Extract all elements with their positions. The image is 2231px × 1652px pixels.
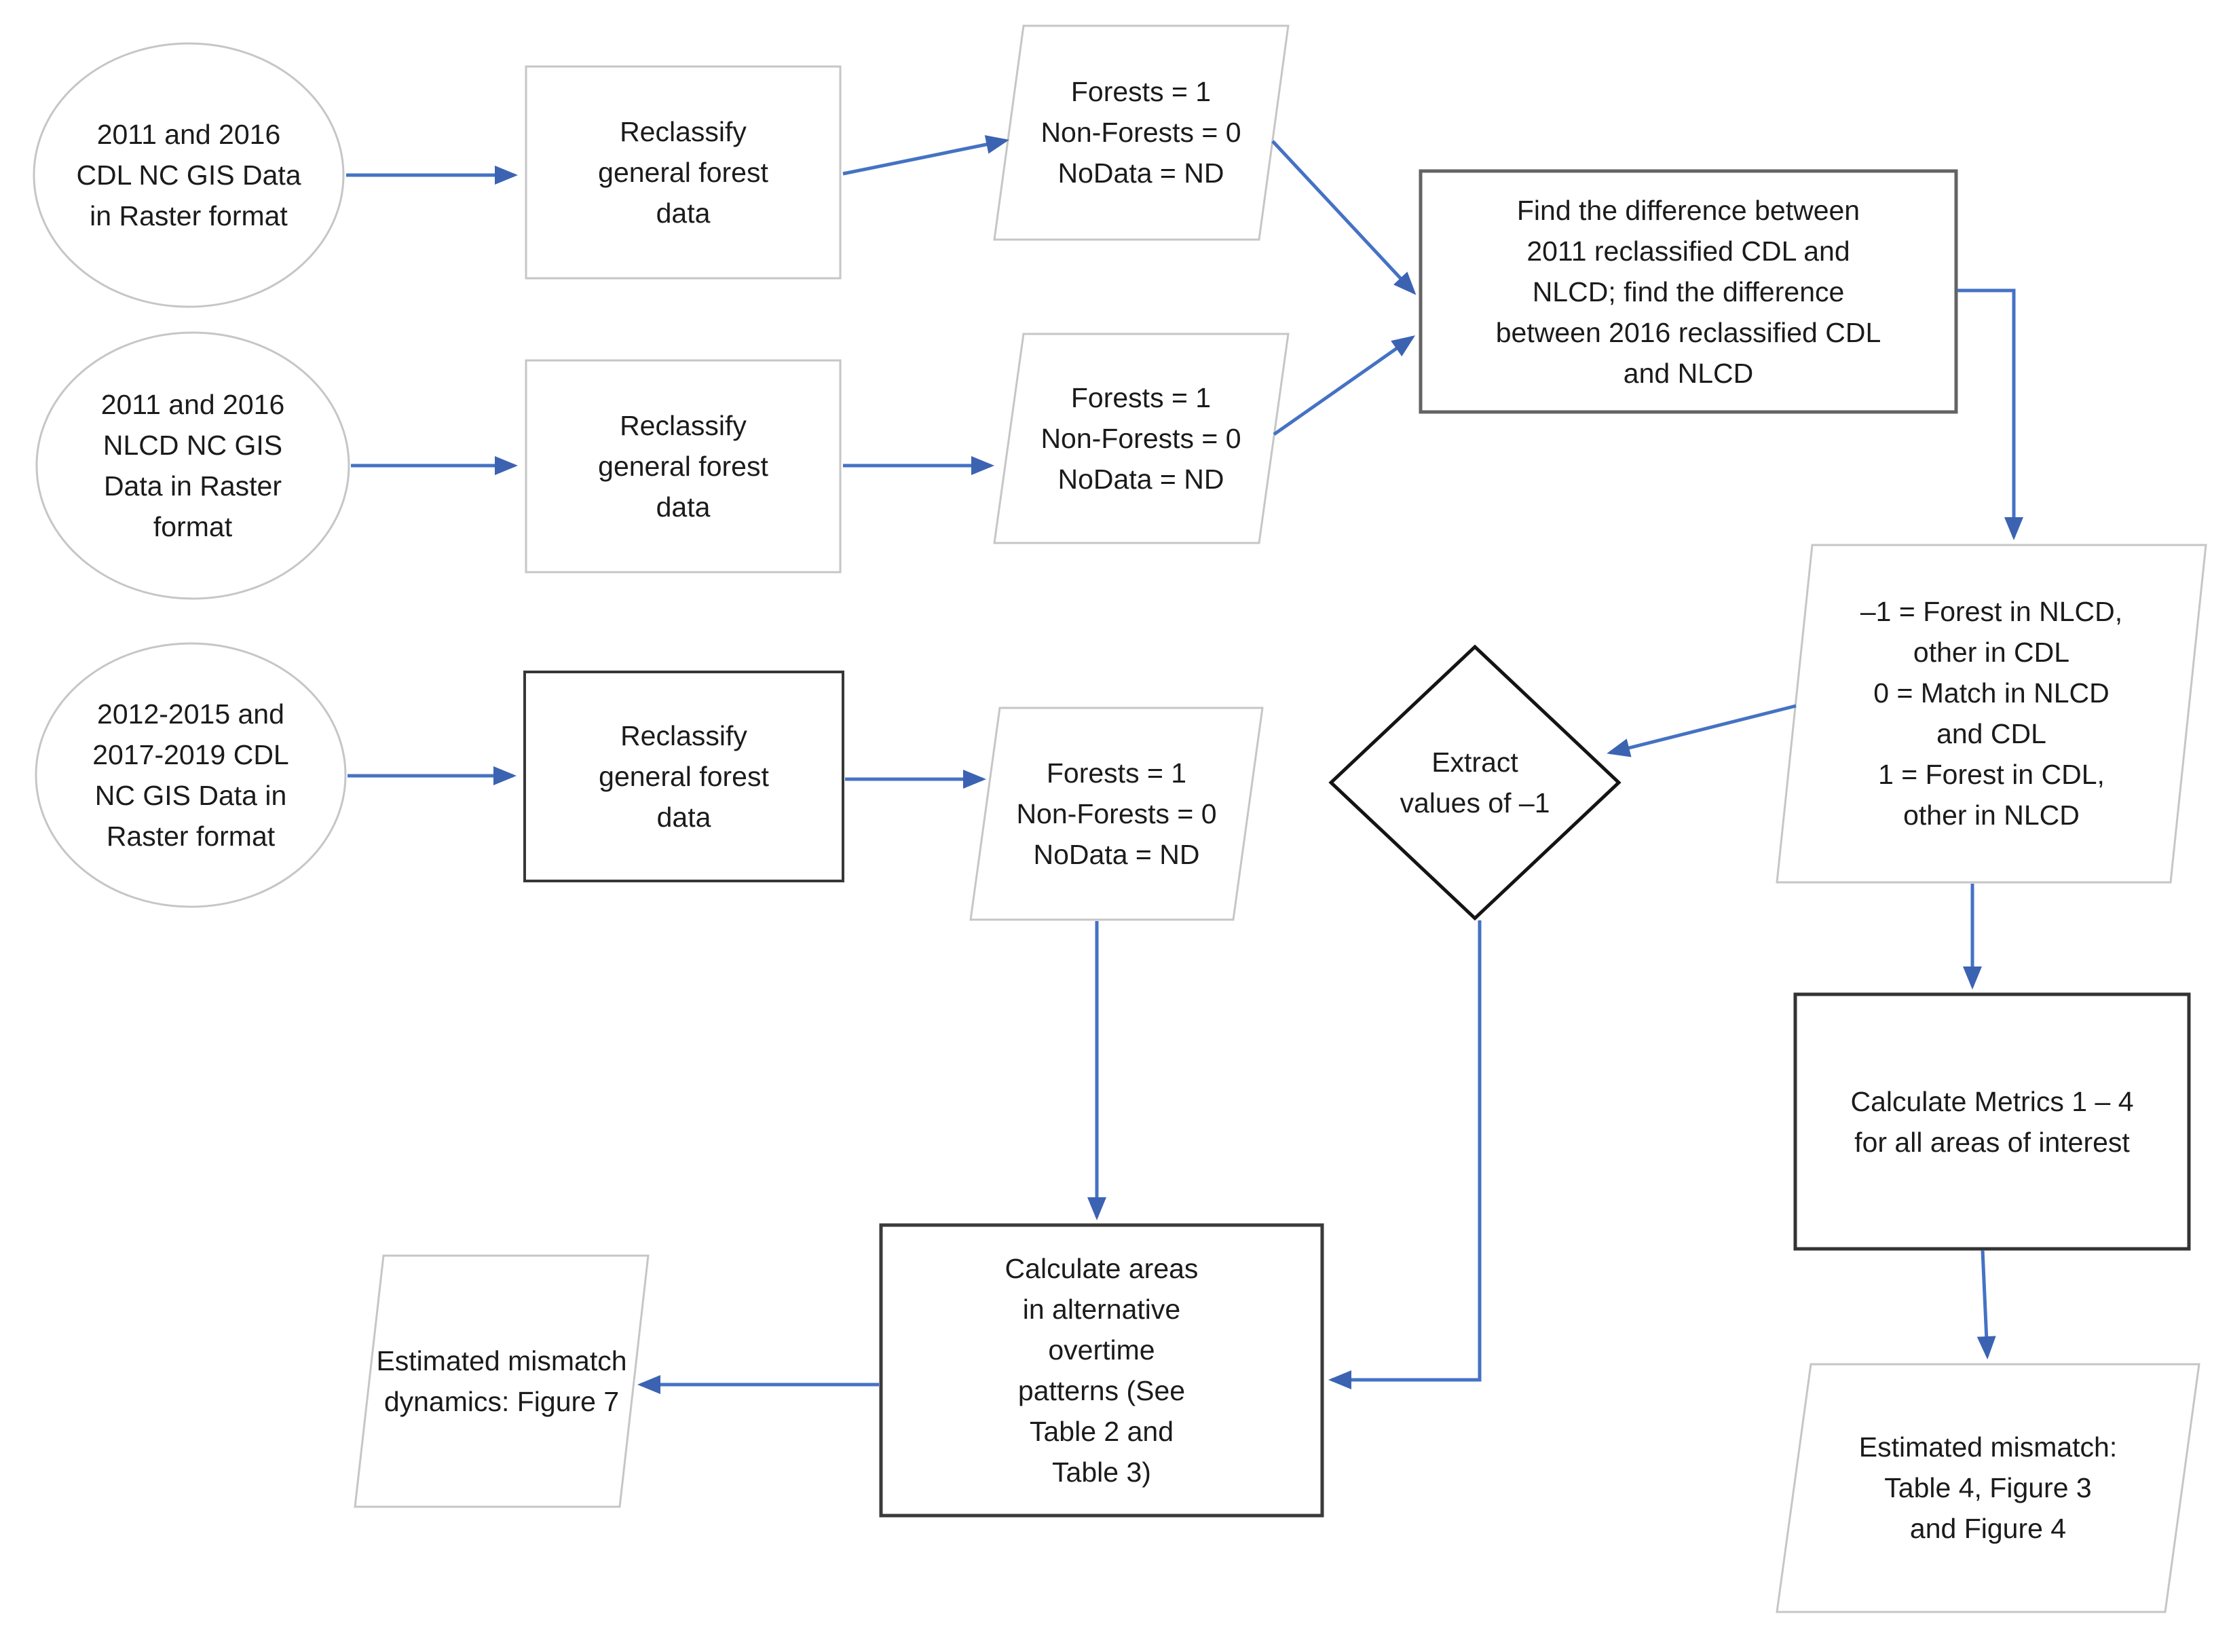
parallelogram-values-1 bbox=[993, 24, 1290, 241]
node-label-reclassify-1: Reclassify general forest data bbox=[598, 116, 768, 229]
rect-reclassify-2 bbox=[525, 359, 842, 574]
rect-calc-metrics bbox=[1793, 992, 2191, 1251]
connector-reclassify1-to-values1 bbox=[842, 135, 1009, 176]
node-label-values-1: Forests = 1 Non-Forests = 0 NoData = ND bbox=[1040, 76, 1241, 189]
parallelogram-values-2 bbox=[993, 333, 1290, 544]
ellipse-source-cdl-2012-2019 bbox=[35, 642, 347, 908]
node-label-reclassify-2: Reclassify general forest data bbox=[598, 410, 768, 523]
ellipse-source-nlcd-2011-2016 bbox=[35, 331, 350, 600]
node-label-source-cdl-2011-2016: 2011 and 2016 CDL NC GIS Data in Raster … bbox=[76, 119, 301, 231]
connector-values1-to-finddifference bbox=[1271, 140, 1417, 295]
parallelogram-diff-codes bbox=[1776, 544, 2207, 884]
node-label-reclassify-3: Reclassify general forest data bbox=[599, 720, 769, 833]
parallelogram-est-dynamics bbox=[354, 1254, 650, 1508]
node-label-values-3: Forests = 1 Non-Forests = 0 NoData = ND bbox=[1016, 757, 1217, 870]
diamond-extract-values bbox=[1328, 644, 1621, 921]
parallelogram-est-mismatch bbox=[1776, 1363, 2200, 1613]
rect-calc-areas bbox=[879, 1223, 1324, 1518]
node-label-values-2: Forests = 1 Non-Forests = 0 NoData = ND bbox=[1040, 382, 1241, 495]
rect-find-difference bbox=[1419, 169, 1958, 414]
node-label-est-dynamics: Estimated mismatch dynamics: Figure 7 bbox=[376, 1345, 627, 1417]
node-label-source-cdl-2012-2019: 2012-2015 and 2017-2019 CDL NC GIS Data … bbox=[92, 698, 289, 852]
node-label-extract-values: Extract values of –1 bbox=[1400, 747, 1550, 819]
node-label-calc-metrics: Calculate Metrics 1 – 4 for all areas of… bbox=[1850, 1085, 2134, 1158]
node-label-calc-areas: Calculate areas in alternative overtime … bbox=[1005, 1253, 1199, 1488]
rect-reclassify-1 bbox=[525, 65, 842, 280]
node-label-diff-codes: –1 = Forest in NLCD, other in CDL 0 = Ma… bbox=[1860, 596, 2123, 831]
connector-calcmetrics-to-estmismatch bbox=[1976, 1250, 1996, 1359]
rect-reclassify-3 bbox=[523, 671, 844, 882]
parallelogram-values-3 bbox=[969, 707, 1264, 921]
connector-extract-to-calcareas bbox=[1328, 920, 1482, 1389]
connector-diffcodes-to-extract bbox=[1607, 704, 1797, 757]
node-label-find-difference: Find the difference between 2011 reclass… bbox=[1495, 194, 1881, 389]
connector-finddifference-to-diffcodes bbox=[1957, 288, 2023, 540]
connector-values2-to-finddifference bbox=[1273, 335, 1416, 436]
node-label-source-nlcd-2011-2016: 2011 and 2016 NLCD NC GIS Data in Raster… bbox=[100, 389, 285, 542]
node-label-est-mismatch: Estimated mismatch: Table 4, Figure 3 an… bbox=[1858, 1431, 2118, 1544]
ellipse-source-cdl-2011-2016 bbox=[33, 42, 345, 308]
